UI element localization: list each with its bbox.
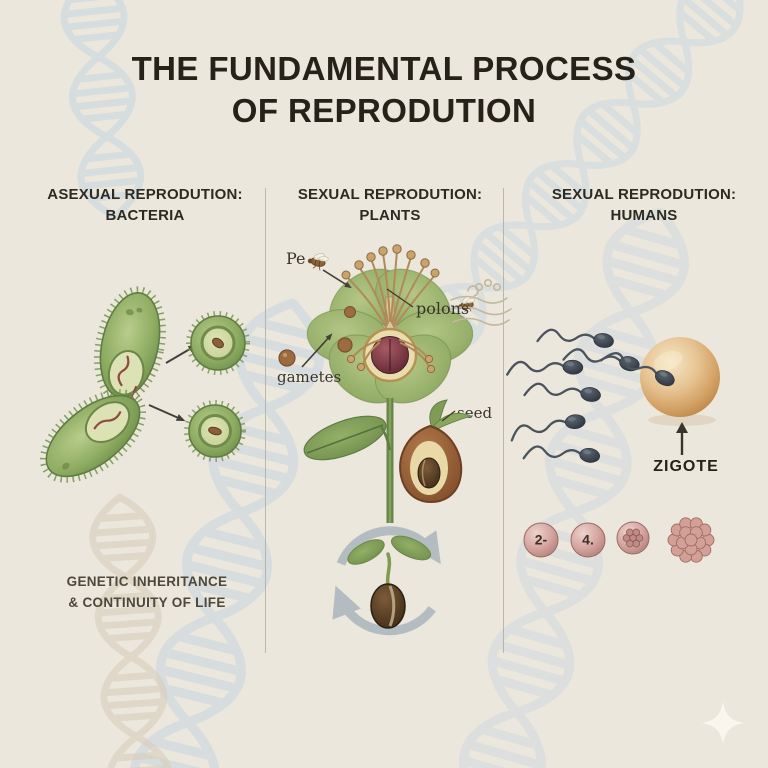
caption-line2: & CONTINUITY OF LIFE xyxy=(68,594,226,610)
binary-fission-illustration xyxy=(39,286,250,483)
two-cell-stage-icon xyxy=(523,522,559,558)
pollen-grain-icon xyxy=(337,337,353,353)
label-gametes: gametes xyxy=(277,368,342,386)
title-line-2: OF REPRODUTION xyxy=(231,92,537,130)
sperm-icon xyxy=(523,375,603,410)
fruit-with-seed-icon xyxy=(399,399,473,504)
stage-label-two: 2- xyxy=(534,531,548,548)
sperm-icon xyxy=(522,438,602,470)
arrow-icon xyxy=(148,404,186,422)
dividing-bacterium-icon xyxy=(94,286,166,404)
sperm-icon xyxy=(508,412,588,442)
daughter-cell-icon xyxy=(184,400,246,462)
anthers xyxy=(341,244,440,374)
header-humans-line2: HUMANS xyxy=(610,207,678,225)
stem-fruit-illustration xyxy=(303,398,473,523)
egg-shadow xyxy=(648,414,716,426)
flower-illustration xyxy=(278,244,512,404)
title-line-1: THE FUNDAMENTAL PROCESS xyxy=(131,50,637,87)
seed-leader-line xyxy=(441,410,456,422)
header-plants: SEXUAL REPRODUTION: PLANTS xyxy=(285,184,495,227)
column-divider xyxy=(265,188,266,653)
column-divider xyxy=(503,188,504,653)
zygote-up-arrow-icon xyxy=(676,422,688,455)
pollen-grain-icon xyxy=(344,306,356,318)
egg-highlight xyxy=(653,350,683,372)
header-bacteria: ASEXUAL REPRODUTION: BACTERIA xyxy=(30,184,260,227)
sparkle-icon xyxy=(701,701,745,745)
daughter-cell-icon xyxy=(186,311,250,375)
leaf-icon xyxy=(303,415,392,461)
stage-label-four: 4. xyxy=(582,531,594,548)
gamete-grain-icon xyxy=(278,349,296,367)
four-cell-stage-icon xyxy=(570,522,606,558)
dna-helix-watermark-icon xyxy=(30,520,190,768)
label-zygote: ZIGOTE xyxy=(653,458,719,475)
header-plants-line2: PLANTS xyxy=(359,207,421,225)
pe-arrow-icon xyxy=(322,269,352,289)
header-bacteria-line1: ASEXUAL REPRODUTION: xyxy=(47,186,243,203)
page-title: THE FUNDAMENTAL PROCESS OF REPRODUTION xyxy=(0,48,768,132)
header-humans-line1: SEXUAL REPRODUTION: xyxy=(551,186,737,203)
label-pe: Pe xyxy=(286,249,306,268)
morula-icon xyxy=(667,517,715,563)
cleavage-stages-illustration xyxy=(523,517,715,563)
egg-cell-icon xyxy=(640,337,720,417)
label-pollens: polons xyxy=(416,299,470,318)
bacteria-caption: GENETIC INHERITANCE & CONTINUITY OF LIFE xyxy=(58,572,236,614)
stamens xyxy=(346,250,436,368)
header-plants-line1: SEXUAL REPRODUTION: xyxy=(297,186,483,203)
wind-swirl-icon xyxy=(446,278,512,326)
sperm-icon xyxy=(506,354,585,382)
gametes-arrow-icon xyxy=(301,333,333,368)
eight-cell-stage-icon xyxy=(616,521,650,555)
header-bacteria-line2: BACTERIA xyxy=(105,207,185,225)
caption-line1: GENETIC INHERITANCE xyxy=(66,574,228,589)
pollens-leader-line xyxy=(386,288,414,308)
header-humans: SEXUAL REPRODUTION: HUMANS xyxy=(528,184,760,227)
bee-icon xyxy=(305,249,331,273)
fertilization-illustration xyxy=(506,321,720,470)
sprouting-seed-icon xyxy=(347,535,432,629)
grain-highlight xyxy=(283,353,287,357)
germination-cycle-icon xyxy=(332,526,441,636)
